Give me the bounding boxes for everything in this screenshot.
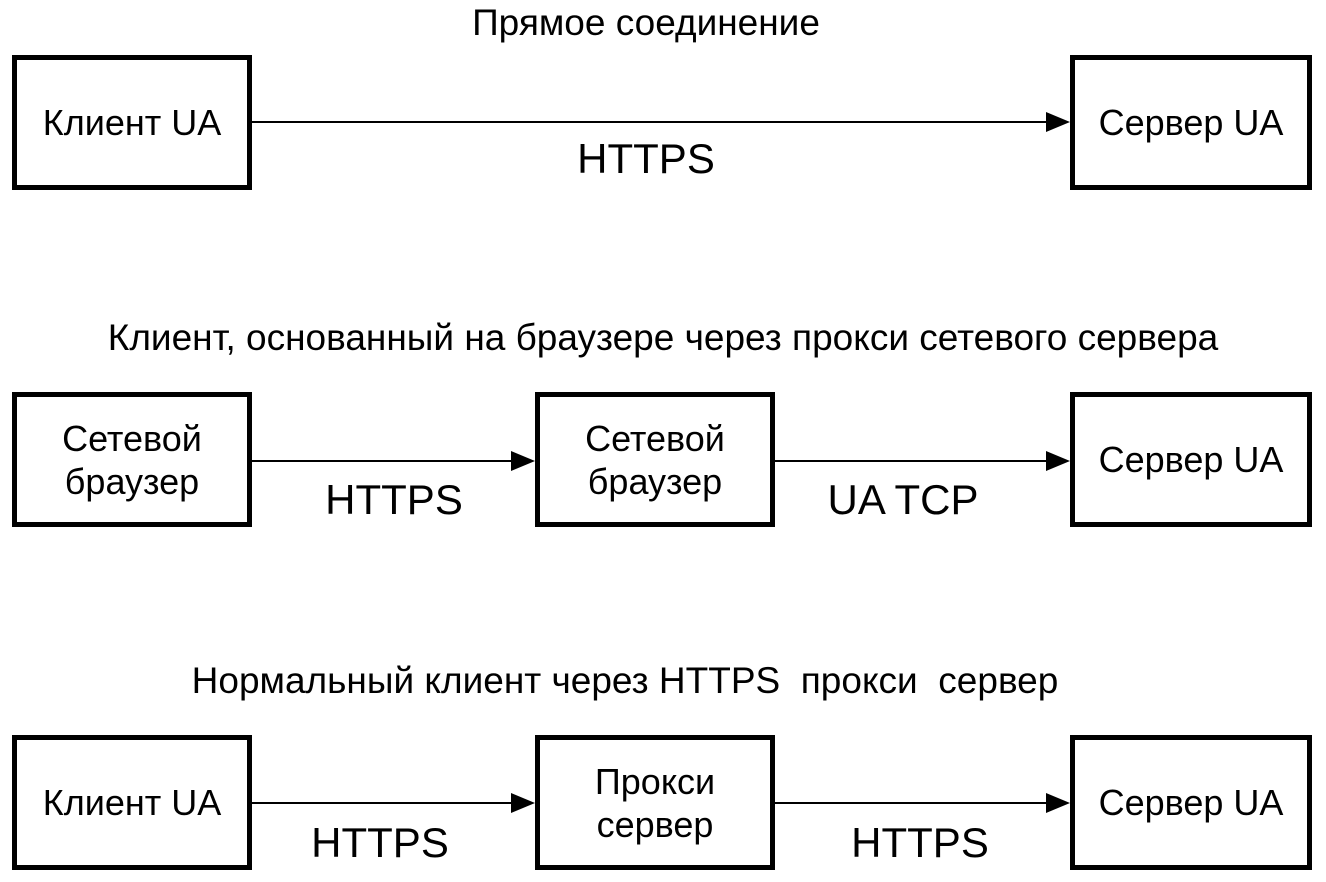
node-web-browser-1: Сетевой браузер bbox=[12, 392, 252, 527]
arrowhead-icon bbox=[511, 793, 535, 813]
node-label: Сервер UA bbox=[1098, 102, 1284, 143]
node-proxy-server: Прокси сервер bbox=[535, 735, 775, 870]
connection-label-ua-tcp: UA TCP bbox=[827, 476, 979, 523]
arrow-shaft bbox=[252, 802, 517, 804]
section-title-direct-connection: Прямое соединение bbox=[472, 2, 820, 43]
section-title-https-proxy: Нормальный клиент через HTTPS прокси сер… bbox=[191, 660, 1059, 701]
node-client-ua-1: Клиент UA bbox=[12, 55, 252, 190]
arrow-client-to-proxy bbox=[252, 793, 535, 813]
node-label: Сервер UA bbox=[1098, 439, 1284, 480]
connection-label-https-1: HTTPS bbox=[577, 135, 715, 182]
node-label: Прокси сервер bbox=[594, 760, 716, 845]
arrowhead-icon bbox=[1046, 451, 1070, 471]
arrow-proxy-to-server bbox=[775, 793, 1070, 813]
arrow-shaft bbox=[252, 460, 517, 462]
node-label: Сетевой браузер bbox=[62, 417, 202, 502]
arrow-browser-to-browser bbox=[252, 451, 535, 471]
connection-label-https-3: HTTPS bbox=[311, 819, 449, 866]
node-client-ua-2: Клиент UA bbox=[12, 735, 252, 870]
node-server-ua-3: Сервер UA bbox=[1070, 735, 1312, 870]
arrow-browser-to-server bbox=[775, 451, 1070, 471]
arrowhead-icon bbox=[1046, 112, 1070, 132]
node-label: Клиент UA bbox=[42, 782, 222, 823]
node-server-ua-1: Сервер UA bbox=[1070, 55, 1312, 190]
node-web-browser-2: Сетевой браузер bbox=[535, 392, 775, 527]
node-label: Клиент UA bbox=[42, 102, 222, 143]
arrow-shaft bbox=[775, 802, 1052, 804]
arrow-shaft bbox=[775, 460, 1052, 462]
arrowhead-icon bbox=[511, 451, 535, 471]
connection-label-https-4: HTTPS bbox=[851, 819, 989, 866]
node-label: Сервер UA bbox=[1098, 782, 1284, 823]
arrowhead-icon bbox=[1046, 793, 1070, 813]
arrow-shaft bbox=[252, 121, 1052, 123]
connection-label-https-2: HTTPS bbox=[325, 476, 463, 523]
node-label: Сетевой браузер bbox=[585, 417, 725, 502]
arrow-client-to-server bbox=[252, 112, 1070, 132]
node-server-ua-2: Сервер UA bbox=[1070, 392, 1312, 527]
section-title-browser-proxy: Клиент, основанный на браузере через про… bbox=[107, 317, 1219, 358]
